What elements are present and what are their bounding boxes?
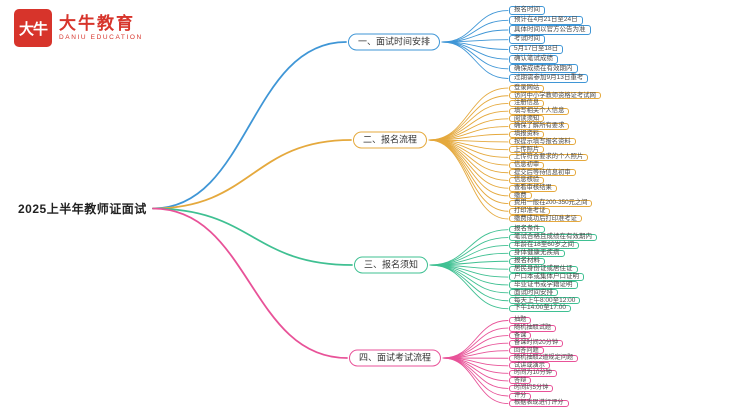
- connector: [429, 260, 509, 266]
- leaf-node[interactable]: 费用一般在200-350元之间: [509, 200, 593, 208]
- leaf-node[interactable]: 试讲或演示: [509, 362, 550, 370]
- connector: [428, 139, 509, 220]
- branch-node-3[interactable]: 三、报名须知: [353, 256, 429, 274]
- leaf-node[interactable]: 登录网站: [509, 84, 545, 92]
- leaf-node[interactable]: 上传照片: [509, 146, 545, 154]
- leaf-node[interactable]: 5月17日至18日: [509, 44, 564, 54]
- logo: 大牛 大牛教育 DANIU EDUCATION: [14, 9, 143, 47]
- leaf-node[interactable]: 确保了解所有要求: [509, 123, 570, 131]
- leaf-node[interactable]: 信息核验: [509, 177, 545, 184]
- leaf-node[interactable]: 回答问题: [509, 347, 544, 355]
- leaf-node[interactable]: 下午14:00至17:00: [509, 305, 572, 313]
- connector: [152, 207, 353, 266]
- leaf-node[interactable]: 抽题: [509, 317, 532, 324]
- connector: [429, 264, 509, 310]
- leaf-node[interactable]: 随机抽取试题: [509, 324, 557, 332]
- connector: [442, 320, 509, 359]
- connector: [429, 229, 509, 266]
- leaf-node[interactable]: 填报资料: [509, 130, 545, 138]
- connector: [428, 139, 509, 212]
- leaf-node[interactable]: 按提示填写报名资料: [509, 138, 576, 146]
- leaf-node[interactable]: 查看审核结果: [509, 184, 557, 192]
- leaf-node[interactable]: 报名时间: [509, 6, 545, 16]
- connector: [442, 357, 509, 404]
- connector: [429, 264, 509, 286]
- leaf-node[interactable]: 提交后等待信息初审: [509, 169, 576, 177]
- leaf-node[interactable]: 确保成绩在有效期内: [509, 64, 578, 74]
- leaf-node[interactable]: 居民身份证或居住证: [509, 265, 578, 273]
- branch-node-1[interactable]: 一、面试时间安排: [347, 33, 441, 51]
- connector: [441, 41, 509, 79]
- leaf-node[interactable]: 时间约5分钟: [509, 385, 554, 392]
- leaf-node[interactable]: 笔试合格且成绩在有效期内: [509, 233, 597, 242]
- leaf-node[interactable]: 户口本或集体户口证明: [509, 273, 584, 281]
- leaf-node[interactable]: 根据表现进行评分: [509, 400, 569, 408]
- branch-node-2[interactable]: 二、报名流程: [352, 131, 428, 149]
- leaf-node[interactable]: 上传符合要求的个人照片: [509, 154, 589, 161]
- leaf-node[interactable]: 备课: [509, 332, 532, 340]
- leaf-node[interactable]: 评分: [509, 392, 532, 400]
- leaf-node[interactable]: 缴费成功后打印准考证: [509, 215, 582, 223]
- leaf-node[interactable]: 缴费: [509, 192, 532, 200]
- leaf-node[interactable]: 年龄在18至60岁之间: [509, 241, 579, 250]
- connector: [442, 327, 509, 359]
- connector: [152, 139, 352, 210]
- leaf-node[interactable]: 预计在4月21日至24日: [509, 15, 583, 25]
- leaf-node[interactable]: 身体健康无疾病: [509, 249, 565, 257]
- leaf-node[interactable]: 打印准考证: [509, 207, 551, 215]
- leaf-node[interactable]: 过期需参加9月13日重考: [509, 73, 589, 84]
- connector: [428, 139, 509, 166]
- logo-badge: 大牛: [14, 9, 52, 47]
- connector: [428, 110, 509, 141]
- leaf-node[interactable]: 注册信息: [509, 100, 545, 107]
- connector: [442, 357, 509, 397]
- root-node[interactable]: 2025上半年教师证面试: [16, 199, 149, 218]
- connector: [428, 139, 509, 181]
- leaf-node[interactable]: 随机抽取2道规定问题: [509, 355, 579, 362]
- connector: [429, 245, 509, 266]
- leaf-node[interactable]: 信息初审: [509, 161, 545, 169]
- connector: [152, 207, 348, 359]
- leaf-node[interactable]: 备课时间20分钟: [509, 339, 564, 347]
- leaf-node[interactable]: 填写相关个人信息: [509, 107, 570, 115]
- logo-text: 大牛教育 DANIU EDUCATION: [59, 15, 143, 42]
- connector: [441, 19, 509, 43]
- leaf-node[interactable]: 答辩: [509, 377, 532, 385]
- leaf-node[interactable]: 报名条件: [509, 226, 545, 234]
- leaf-node[interactable]: 考试时间: [509, 35, 545, 45]
- leaf-node[interactable]: 报名材料: [509, 257, 545, 265]
- connector: [442, 342, 509, 359]
- connector: [428, 87, 509, 141]
- leaf-node[interactable]: 阅读须知: [509, 115, 545, 123]
- leaf-node[interactable]: 时间为10分钟: [509, 370, 557, 377]
- connector: [441, 10, 509, 43]
- logo-name: 大牛教育: [59, 13, 135, 33]
- connector: [152, 41, 347, 210]
- leaf-node[interactable]: 面试时间安排: [509, 289, 558, 297]
- leaf-node[interactable]: 毕业证书或学籍证明: [509, 281, 578, 289]
- leaf-node[interactable]: 确认笔试成绩: [509, 54, 558, 64]
- logo-badge-text: 大牛: [18, 20, 48, 38]
- logo-subtitle: DANIU EDUCATION: [59, 33, 143, 41]
- leaf-node[interactable]: 访问中小学教师资格证考试网: [509, 92, 601, 100]
- branch-node-4[interactable]: 四、面试考试流程: [348, 349, 442, 367]
- connector: [441, 41, 509, 60]
- leaf-node[interactable]: 每天上午8:00至12:00: [509, 297, 581, 305]
- connector: [429, 237, 509, 266]
- connector: [429, 264, 509, 302]
- leaf-node[interactable]: 具体时间以官方公告为准: [509, 25, 591, 35]
